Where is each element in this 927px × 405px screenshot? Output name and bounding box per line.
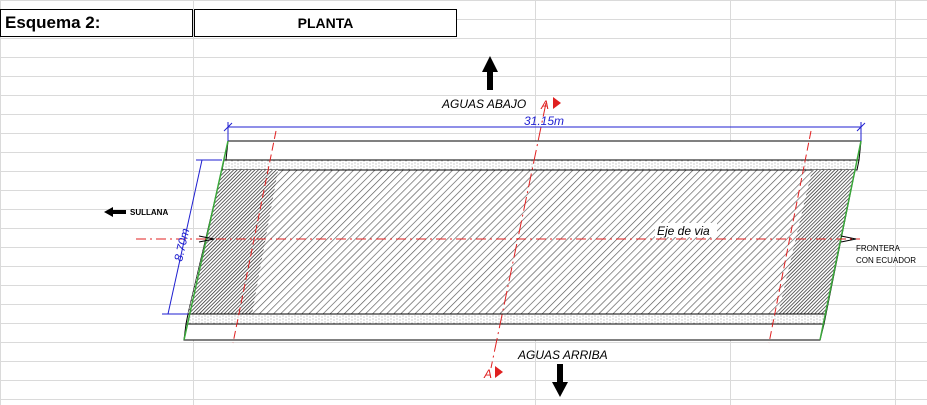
column-divider: [193, 0, 194, 405]
svg-text:A: A: [540, 98, 549, 112]
road-axis-label: Eje de via: [657, 224, 710, 238]
view-label: PLANTA: [297, 15, 354, 31]
left-abutment: [188, 170, 278, 314]
left-direction-arrow-icon: [104, 207, 126, 217]
downstream-arrow-icon: [482, 56, 498, 90]
section-cut-line: [490, 102, 547, 369]
left-direction-label: SULLANA: [130, 208, 168, 217]
right-abutment: [778, 170, 855, 314]
left-road-break: [198, 235, 215, 243]
upstream-label: AGUAS ARRIBA: [517, 348, 608, 362]
svg-text:8.70m: 8.70m: [171, 227, 192, 263]
width-dimension: 31.15m: [223, 114, 866, 141]
bottom-sidewalk: [183, 313, 827, 341]
svg-text:31.15m: 31.15m: [524, 114, 564, 128]
column-divider: [895, 0, 896, 405]
right-direction-label-line2: CON ECUADOR: [856, 256, 916, 265]
section-marker-top: A: [540, 97, 561, 112]
section-marker-bottom: A: [483, 366, 503, 381]
right-edge-line: [819, 140, 862, 341]
right-support-line: [768, 130, 812, 344]
left-support-line: [232, 130, 277, 344]
downstream-label: AGUAS ABAJO: [441, 97, 526, 111]
top-sidewalk: [221, 140, 862, 171]
scheme-label: Esquema 2:: [5, 13, 101, 32]
scheme-label-cell[interactable]: Esquema 2:: [0, 9, 193, 37]
upstream-arrow-icon: [552, 364, 568, 397]
right-road-break: [840, 235, 857, 243]
svg-text:A: A: [483, 367, 492, 381]
view-label-cell[interactable]: PLANTA: [194, 9, 457, 37]
right-direction-label-line1: FRONTERA: [856, 244, 901, 253]
bridge-deck: [187, 169, 856, 315]
